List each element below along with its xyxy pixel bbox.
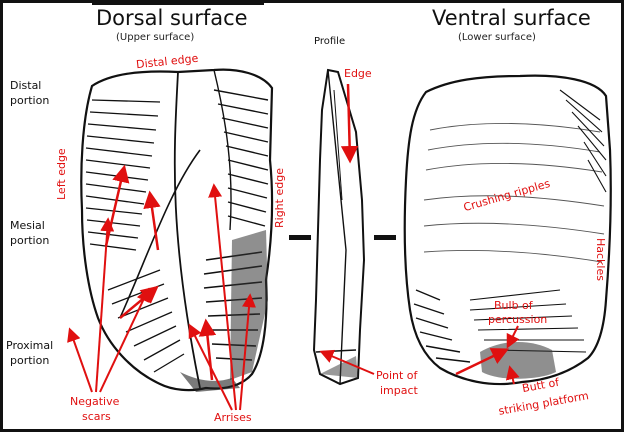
bulb-of-percussion-label-line2: percussion bbox=[488, 314, 547, 325]
negative-scars-label-line2: scars bbox=[82, 411, 111, 422]
bulb-of-percussion-label-line1: Bulb of bbox=[494, 300, 533, 311]
distal-portion-label-line2: portion bbox=[10, 95, 49, 106]
negative-scars-label-line1: Negative bbox=[70, 396, 119, 407]
distal-portion-label-line1: Distal bbox=[10, 80, 41, 91]
left-edge-label: Left edge bbox=[56, 148, 67, 200]
ventral-flake-drawing bbox=[405, 76, 611, 384]
proximal-portion-label-line2: portion bbox=[10, 355, 49, 366]
ventral-surface-heading: Ventral surface bbox=[432, 8, 591, 29]
point-of-impact-label-line1: Point of bbox=[376, 370, 417, 381]
mesial-portion-label-line2: portion bbox=[10, 235, 49, 246]
arrises-label: Arrises bbox=[214, 412, 252, 423]
dorsal-surface-subheading: (Upper surface) bbox=[116, 33, 194, 43]
view-separator-dash bbox=[289, 235, 311, 240]
profile-heading: Profile bbox=[314, 37, 345, 47]
ventral-surface-subheading: (Lower surface) bbox=[458, 33, 536, 43]
view-separator-dash bbox=[374, 235, 396, 240]
dorsal-surface-heading: Dorsal surface bbox=[96, 8, 248, 29]
edge-label: Edge bbox=[344, 68, 372, 79]
profile-drawing bbox=[314, 70, 364, 384]
right-edge-label: Right edge bbox=[274, 168, 285, 228]
proximal-portion-label-line1: Proximal bbox=[6, 340, 53, 351]
point-of-impact-label-line2: impact bbox=[380, 385, 418, 396]
hackles-label: Hackles bbox=[595, 238, 606, 281]
mesial-portion-label-line1: Mesial bbox=[10, 220, 45, 231]
